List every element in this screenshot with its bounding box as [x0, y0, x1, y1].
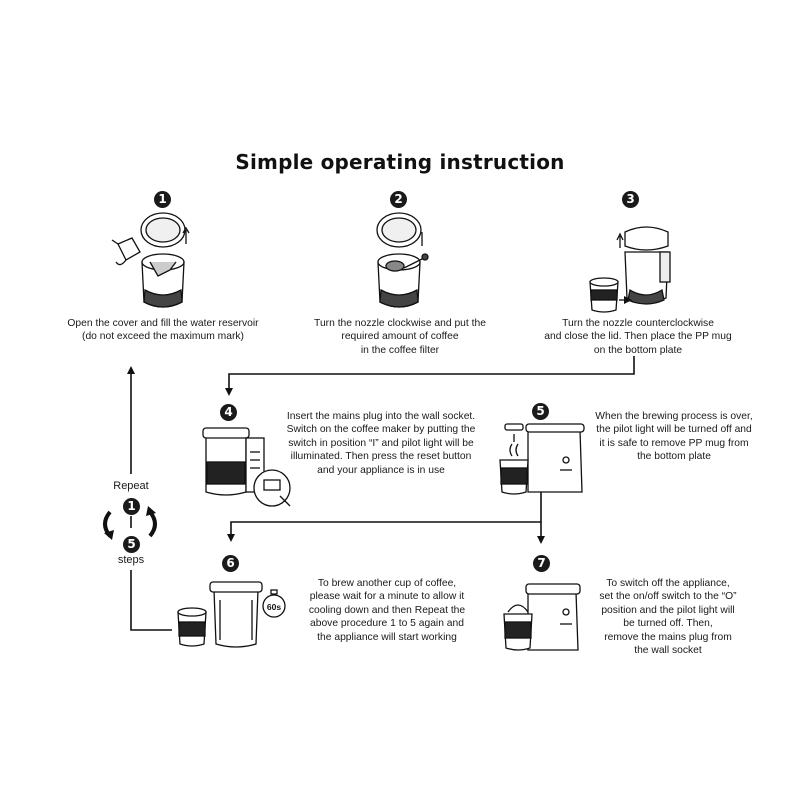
step-6-line: the appliance will start working [317, 631, 457, 643]
step-3-line: on the bottom plate [593, 344, 683, 356]
step-7-line: set the on/off switch to the “O” [599, 591, 737, 603]
step-5-line: the pilot light will be turned off and [596, 424, 752, 436]
step3-illustration [589, 226, 671, 313]
repeat-label: Repeat [113, 480, 149, 492]
step-1-line: Open the cover and fill the water reserv… [67, 318, 259, 329]
step-3-line: and close the lid. Then place the PP mug [544, 331, 732, 343]
step-7-badge: 7 [533, 555, 550, 572]
step-5-badge: 5 [532, 403, 549, 420]
step-7-line: remove the mains plug from [604, 631, 732, 643]
step-1-line: (do not exceed the maximum mark) [82, 331, 244, 343]
repeat-cycle-right-icon [148, 510, 157, 538]
step-4-line: switch in position “I” and pilot light w… [288, 437, 474, 449]
connector-5-to-6 [227, 492, 542, 542]
step-4-line: Insert the mains plug into the wall sock… [286, 411, 476, 422]
step-6-line: To brew another cup of coffee, [317, 578, 457, 589]
step6-illustration [177, 581, 286, 648]
step-5-text: When the brewing process is over, the pi… [576, 410, 772, 464]
step-6-line: cooling down and then Repeat the [308, 604, 466, 616]
step-1-badge: 1 [154, 191, 171, 208]
step-5-line: the bottom plate [637, 451, 711, 463]
step-7-line: be turned off. Then, [623, 618, 713, 630]
step-7-text: To switch off the appliance, set the on/… [570, 577, 766, 657]
step-6-line: above procedure 1 to 5 again and [309, 618, 464, 630]
repeat-to-badge: 5 [123, 536, 140, 553]
step-3-line: Turn the nozzle counterclockwise [562, 318, 714, 329]
step-7-line: position and the pilot light will [601, 604, 735, 616]
connector-3-to-4 [225, 356, 635, 396]
step-7-line: To switch off the appliance, [606, 578, 730, 589]
step-2-line: required amount of coffee [341, 331, 459, 343]
repeat-loop-arrow [130, 570, 172, 631]
step-4-line: and your appliance is in use [317, 464, 445, 476]
step5-illustration [499, 423, 585, 495]
step-2-line: in the coffee filter [360, 344, 440, 356]
step-4-line: illuminated. Then press the reset button [290, 451, 472, 463]
step-3-badge: 3 [622, 191, 639, 208]
step-5-line: it is safe to remove PP mug from [599, 437, 749, 449]
step-2-line: Turn the nozzle clockwise and put the [314, 318, 486, 329]
page-title: Simple operating instruction [235, 150, 565, 174]
step-2-badge: 2 [390, 191, 407, 208]
step-7-line: the wall socket [634, 645, 702, 657]
step4-illustration [202, 427, 291, 507]
step-5-line: When the brewing process is over, [595, 411, 753, 422]
step-3-text: Turn the nozzle counterclockwise and clo… [518, 317, 758, 357]
step-4-line: Switch on the coffee maker by putting th… [286, 424, 476, 436]
repeat-steps-label: steps [117, 554, 145, 566]
step7-illustration [503, 583, 581, 651]
step-1-text: Open the cover and fill the water reserv… [38, 317, 288, 344]
step-6-line: please wait for a minute to allow it [309, 591, 465, 603]
step-6-text: To brew another cup of coffee, please wa… [290, 577, 484, 644]
timer-label: 60s [267, 602, 281, 612]
repeat-from-badge: 1 [123, 498, 140, 515]
step-6-badge: 6 [222, 555, 239, 572]
step-4-text: Insert the mains plug into the wall sock… [266, 410, 496, 477]
step-2-text: Turn the nozzle clockwise and put the re… [290, 317, 510, 357]
step1-illustration [111, 212, 190, 308]
step-4-badge: 4 [220, 404, 237, 421]
step2-illustration [376, 212, 429, 308]
